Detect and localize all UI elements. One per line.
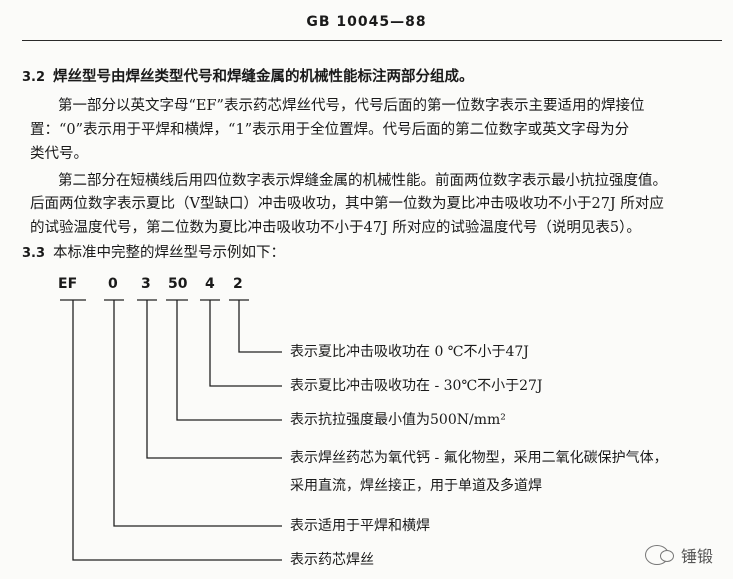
section-text: 本标准中完整的焊丝型号示例如下： — [53, 245, 286, 261]
code-part-ef: EF — [58, 276, 78, 292]
code-part-temp-47j: 2 — [233, 276, 243, 292]
section-3-2-heading: 3.2 焊丝型号由焊丝类型代号和焊缝金属的机械性能标注两部分组成。 — [22, 66, 712, 89]
bracket-3 — [146, 300, 282, 459]
section-3-3: 3.3 本标准中完整的焊丝型号示例如下： — [22, 242, 712, 265]
bracket-ef — [72, 300, 282, 561]
paragraph-line: 置：“0”表示用于平焊和横焊，“1”表示用于全位置焊。代号后面的第二位数字或英文… — [30, 122, 630, 138]
paragraph-line: 后面两位数字表示夏比（V型缺口）冲击吸收功，其中第一位数为夏比冲击吸收功不小于2… — [30, 196, 664, 212]
desc-strength: 表示抗拉强度最小值为500N/mm² — [290, 412, 506, 428]
watermark-text: 锤锻 — [680, 547, 713, 566]
paragraph-line: 第二部分在短横线后用四位数字表示焊缝金属的机械性能。前面两位数字表示最小抗拉强度… — [58, 173, 667, 189]
paragraph-line: 的试验温度代号，第二位数为夏比冲击吸收功不小于47J 所对应的试验温度代号（说明… — [30, 220, 641, 236]
code-part-position: 0 — [108, 276, 118, 292]
desc-27j: 表示夏比冲击吸收功在 - 30℃不小于27J — [290, 378, 543, 394]
section-heading-text: 焊丝型号由焊丝类型代号和焊缝金属的机械性能标注两部分组成。 — [53, 68, 474, 85]
paragraph-line: 类代号。 — [30, 146, 88, 162]
desc-position: 表示适用于平焊和横焊 — [290, 518, 430, 534]
watermark: 锤锻 — [644, 543, 713, 567]
code-part-strength: 50 — [168, 276, 188, 292]
section-number: 3.3 — [22, 246, 46, 261]
desc-flux-cored: 表示药芯焊丝 — [290, 552, 374, 568]
desc-47j: 表示夏比冲击吸收功在 0 ℃不小于47J — [290, 344, 529, 360]
bracket-0 — [113, 300, 282, 527]
bracket-4 — [209, 300, 282, 387]
desc-flux-type-cont: 采用直流，焊丝接正，用于单道及多道焊 — [290, 478, 542, 494]
wechat-icon — [644, 545, 674, 565]
section-number: 3.2 — [22, 70, 46, 85]
bracket-2 — [238, 300, 282, 353]
code-part-class: 3 — [141, 276, 151, 292]
bracket-50 — [176, 300, 282, 421]
paragraph-line: 第一部分以英文字母“EF”表示药芯焊丝代号，代号后面的第一位数字表示主要适用的焊… — [58, 98, 645, 114]
page-header: GB 10045—88 — [306, 14, 427, 30]
header-rule — [22, 40, 722, 41]
desc-flux-type: 表示焊丝药芯为氧代钙 - 氟化物型，采用二氧化碳保护气体， — [290, 450, 668, 466]
code-part-temp-27j: 4 — [205, 276, 215, 292]
